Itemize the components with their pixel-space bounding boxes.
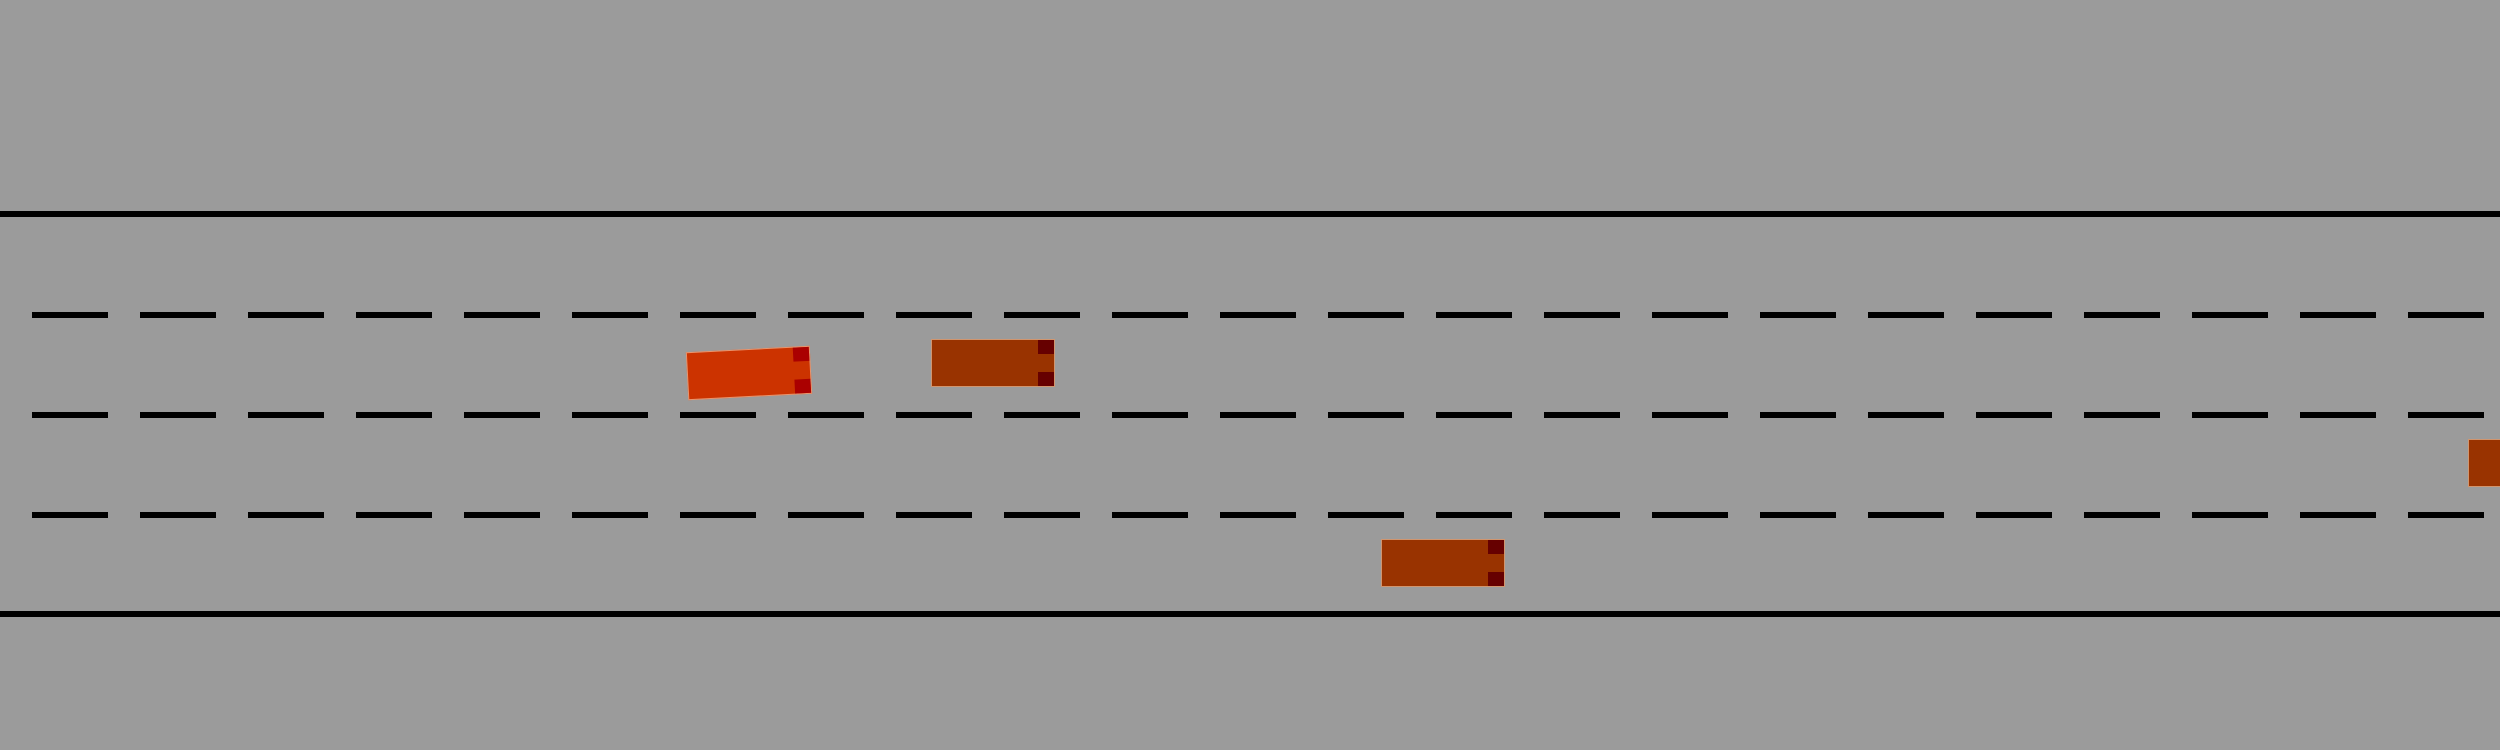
tail-light-icon [794,378,812,394]
tail-light-icon [1488,572,1504,586]
lane-divider-3 [0,512,2500,518]
lane-divider-1 [0,312,2500,318]
traffic-car-2 [1381,539,1505,587]
road-edge-bottom [0,611,2500,617]
tail-light-icon [1488,540,1504,554]
tail-light-icon [1038,340,1054,354]
tail-light-icon [1038,372,1054,386]
road-edge-top [0,211,2500,217]
traffic-car-1 [931,339,1055,387]
lane-divider-2 [0,412,2500,418]
tail-light-icon [792,346,810,362]
ego-vehicle [685,345,813,401]
traffic-car-3 [2468,439,2500,487]
